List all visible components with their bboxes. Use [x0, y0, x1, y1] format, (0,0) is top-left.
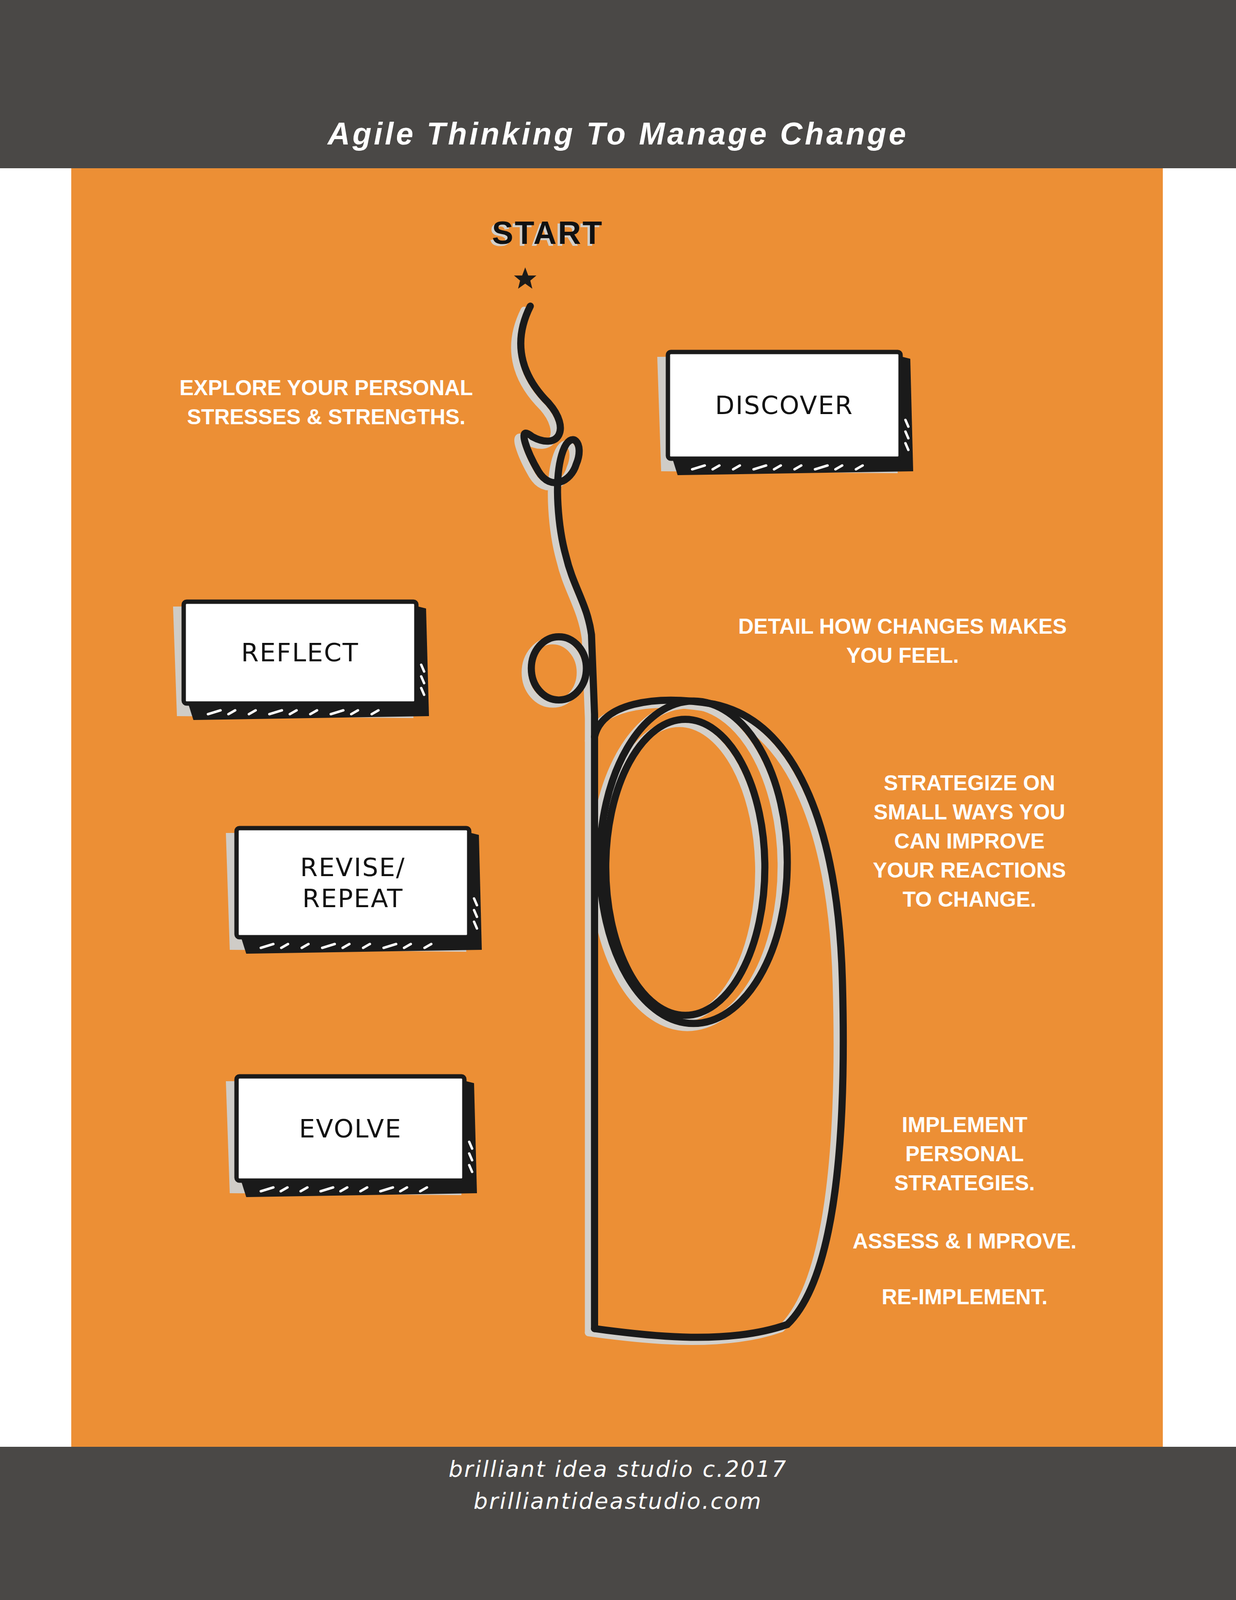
edge-dash [400, 1187, 408, 1191]
edge-dash [301, 943, 309, 948]
step-note: IMPLEMENT PERSONAL STRATEGIES. [857, 1109, 1072, 1198]
box-label: DISCOVER [714, 389, 854, 421]
edge-dash [260, 1187, 274, 1191]
box-label: EVOLVE [299, 1112, 402, 1144]
edge-dash [340, 1187, 348, 1191]
edge-dash [794, 465, 802, 470]
box-text-wrap: REFLECT [203, 601, 397, 704]
edge-dash [474, 921, 477, 929]
edge-dash [732, 465, 740, 470]
edge-dash [260, 943, 274, 948]
edge-dash [228, 710, 236, 714]
edge-dash [469, 1164, 473, 1172]
step-note: ASSESS & I MPROVE. [794, 1226, 1135, 1256]
box-outline [236, 827, 470, 937]
edge-dash [855, 465, 863, 470]
box-text-wrap: REVISE/ REPEAT [255, 827, 450, 937]
edge-dash [310, 710, 317, 714]
box-label: REVISE/ REPEAT [255, 851, 450, 914]
box-face [183, 601, 417, 704]
edge-dash [289, 710, 297, 714]
edge-dash [469, 1141, 473, 1149]
box-face [667, 351, 901, 459]
edge-dash [363, 943, 370, 948]
website: brilliantideastudio.com [278, 1485, 958, 1517]
edge-dash [905, 443, 909, 450]
edge-dash [322, 943, 335, 948]
edge-dash [753, 465, 767, 470]
edge-dash [469, 1153, 473, 1160]
box-text-wrap: DISCOVER [687, 351, 882, 459]
edge-dash [404, 943, 412, 948]
edge-dash [360, 1187, 368, 1191]
box-text-wrap: EVOLVE [255, 1076, 445, 1181]
step-note: RE-IMPLEMENT. [819, 1282, 1110, 1312]
edge-dash [774, 465, 781, 470]
start-label: START [450, 213, 645, 253]
edge-dash [248, 710, 256, 714]
edge-dash [383, 943, 397, 948]
edge-dash [351, 710, 359, 714]
page-title: Agile Thinking To Manage Change [0, 114, 1236, 154]
edge-dash [424, 943, 432, 948]
edge-dash [269, 710, 283, 714]
edge-dash [281, 943, 288, 948]
edge-dash [342, 943, 350, 948]
edge-dash [814, 465, 828, 470]
edge-dash [421, 676, 425, 683]
label-box: DISCOVER [667, 351, 901, 459]
edge-dash [320, 1187, 333, 1191]
edge-dash [300, 1187, 308, 1191]
edge-dash [905, 419, 909, 427]
edge-dash [420, 1187, 428, 1191]
edge-dash [280, 1187, 288, 1191]
edge-dash [330, 710, 344, 714]
edge-dash [712, 465, 720, 470]
edge-dash [905, 431, 909, 439]
box-face [236, 1076, 465, 1181]
step-note: DETAIL HOW CHANGES MAKES YOU FEEL. [737, 611, 1068, 670]
edge-dash [421, 687, 425, 695]
caption: brilliant idea studio c.2017 [0, 1453, 1236, 1485]
edge-dash [380, 1187, 394, 1191]
label-box: REFLECT [183, 601, 417, 704]
box-label: REFLECT [241, 636, 360, 668]
edge-dash [474, 909, 477, 917]
edge-dash [474, 898, 477, 905]
start-star [513, 267, 537, 289]
edge-dash [207, 710, 221, 714]
edge-dash [835, 465, 843, 470]
label-box: REVISE/ REPEAT [236, 827, 470, 937]
label-box: EVOLVE [236, 1076, 465, 1181]
box-face [236, 827, 470, 937]
step-note: STRATEGIZE ON SMALL WAYS YOU CAN IMPROVE… [862, 768, 1077, 914]
edge-dash [371, 710, 379, 714]
step-note: EXPLORE YOUR PERSONAL STRESSES & STRENGT… [142, 373, 511, 432]
edge-dash [421, 664, 425, 672]
edge-dash [692, 465, 705, 470]
